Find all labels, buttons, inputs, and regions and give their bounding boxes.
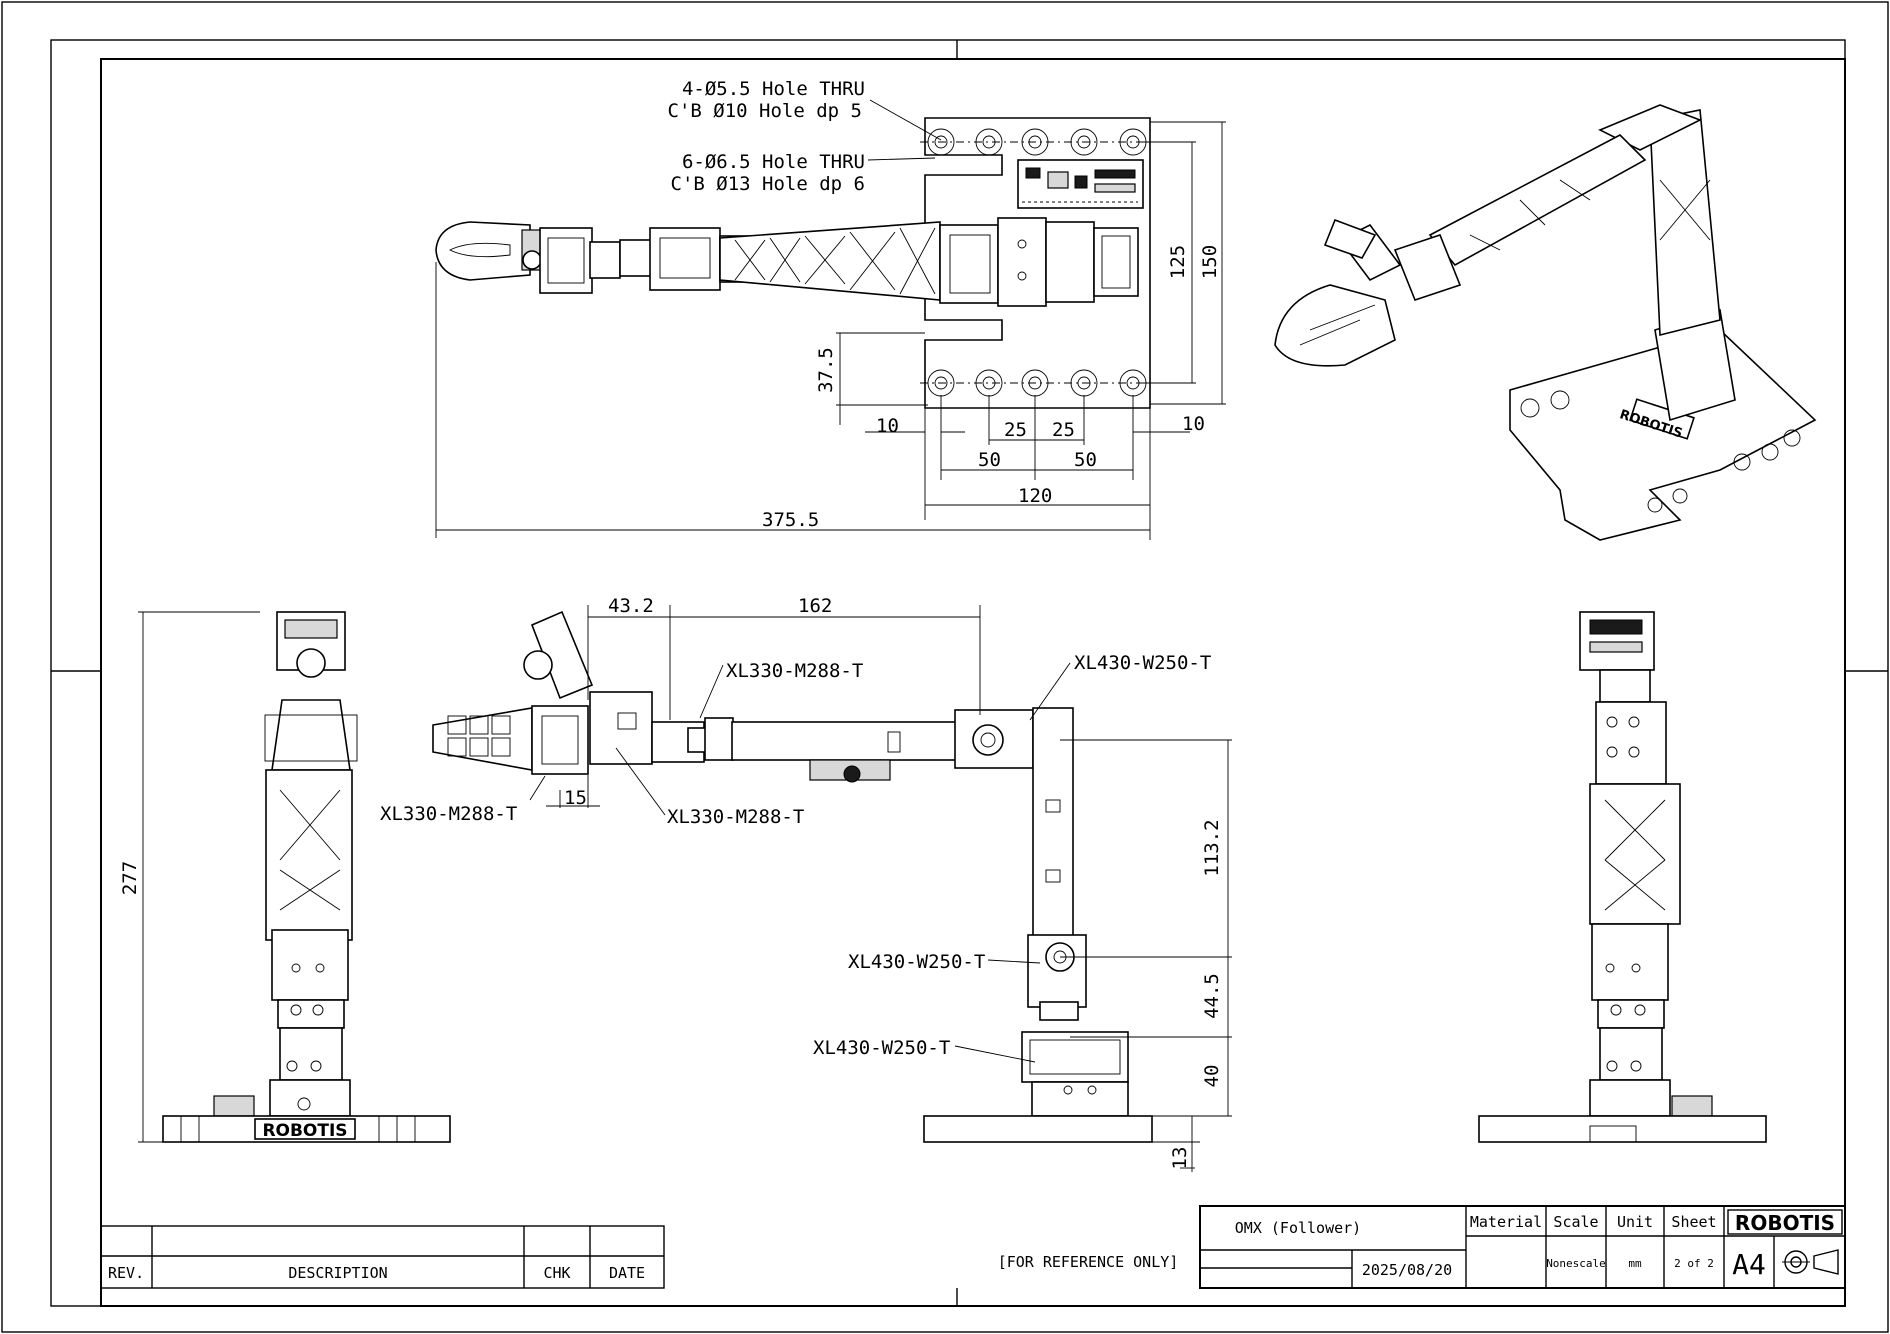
- part-labels: XL330-M288-T XL330-M288-T XL330-M288-T X…: [380, 652, 1211, 1059]
- chk-header: CHK: [543, 1264, 570, 1282]
- dim-40: 40: [1201, 1065, 1223, 1088]
- projection-symbol-icon: [1782, 1249, 1839, 1275]
- right-side-view: [1478, 611, 1767, 1143]
- part-label-xl430-low: XL430-W250-T: [813, 1037, 950, 1059]
- part-label-xl430-upper: XL430-W250-T: [1074, 652, 1211, 674]
- date-header: DATE: [609, 1264, 645, 1282]
- dim-113-2: 113.2: [1201, 819, 1223, 876]
- gripper-top-view: [435, 221, 621, 294]
- hole-note-b-line1: 6-Ø6.5 Hole THRU: [682, 151, 865, 173]
- top-view-dimensions: [435, 99, 1226, 540]
- drawing-date: 2025/08/20: [1362, 1261, 1452, 1279]
- base-logo-left: ROBOTIS: [262, 1121, 347, 1141]
- dim-162: 162: [798, 595, 832, 617]
- title-block: OMX (Follower) 2025/08/20 Material Scale…: [1199, 1205, 1846, 1289]
- dim-15: 15: [564, 787, 587, 809]
- dim-10-right: 10: [1182, 413, 1205, 435]
- sheet-value: 2 of 2: [1674, 1257, 1714, 1270]
- scale-label: Scale: [1553, 1213, 1598, 1231]
- iso-gripper: [1274, 284, 1396, 367]
- unit-value: mm: [1628, 1257, 1642, 1270]
- dimension-values: 125 150 37.5 10 25 25 10 50 50 120 375.5…: [119, 245, 1223, 1170]
- dim-277: 277: [119, 861, 141, 895]
- rev-header: REV.: [108, 1264, 144, 1282]
- dim-37-5: 37.5: [815, 347, 837, 393]
- part-label-xl430-mid: XL430-W250-T: [848, 951, 985, 973]
- shoulder-motors-top-view: [939, 217, 1139, 307]
- title-logo: ROBOTIS: [1735, 1211, 1835, 1235]
- description-header: DESCRIPTION: [288, 1264, 387, 1282]
- controller-board: [1017, 159, 1144, 209]
- dim-13: 13: [1169, 1147, 1191, 1170]
- dim-44-5: 44.5: [1201, 973, 1223, 1019]
- part-label-xl330-lower: XL330-M288-T: [667, 806, 804, 828]
- part-label-xl330-left: XL330-M288-T: [380, 803, 517, 825]
- isometric-view: ROBOTIS: [1274, 104, 1817, 541]
- hole-note-a-line2: C'B Ø10 Hole dp 5: [668, 100, 862, 122]
- upper-link-top-view: [719, 221, 941, 301]
- drawing-title: OMX (Follower): [1235, 1219, 1361, 1237]
- dim-50-left: 50: [978, 449, 1001, 471]
- material-label: Material: [1470, 1213, 1542, 1231]
- hole-note-b-line2: C'B Ø13 Hole dp 6: [671, 173, 865, 195]
- paper-size: A4: [1732, 1248, 1766, 1281]
- mounting-holes-top: [920, 128, 1155, 156]
- unit-label: Unit: [1617, 1213, 1653, 1231]
- revision-block: REV. DESCRIPTION CHK DATE: [100, 1225, 665, 1289]
- dim-43-2: 43.2: [608, 595, 654, 617]
- dim-25-right: 25: [1052, 419, 1075, 441]
- dim-150: 150: [1199, 245, 1221, 279]
- dim-375-5: 375.5: [762, 509, 819, 531]
- hole-callouts: 4-Ø5.5 Hole THRU C'B Ø10 Hole dp 5 6-Ø6.…: [668, 78, 865, 195]
- center-side-view: [432, 605, 1232, 1172]
- reference-note: [FOR REFERENCE ONLY]: [998, 1253, 1179, 1271]
- sheet-label: Sheet: [1671, 1213, 1716, 1231]
- dim-10-left: 10: [876, 415, 899, 437]
- dim-25-left: 25: [1004, 419, 1027, 441]
- dim-125: 125: [1167, 245, 1189, 279]
- hole-note-a-line1: 4-Ø5.5 Hole THRU: [682, 78, 865, 100]
- scale-value: Nonescale: [1546, 1257, 1606, 1270]
- dim-120: 120: [1018, 485, 1052, 507]
- iso-base-plate: [1509, 329, 1817, 541]
- part-label-xl330-upper: XL330-M288-T: [726, 660, 863, 682]
- top-view: [435, 99, 1226, 540]
- dim-50-right: 50: [1074, 449, 1097, 471]
- left-side-view: ROBOTIS: [138, 611, 451, 1143]
